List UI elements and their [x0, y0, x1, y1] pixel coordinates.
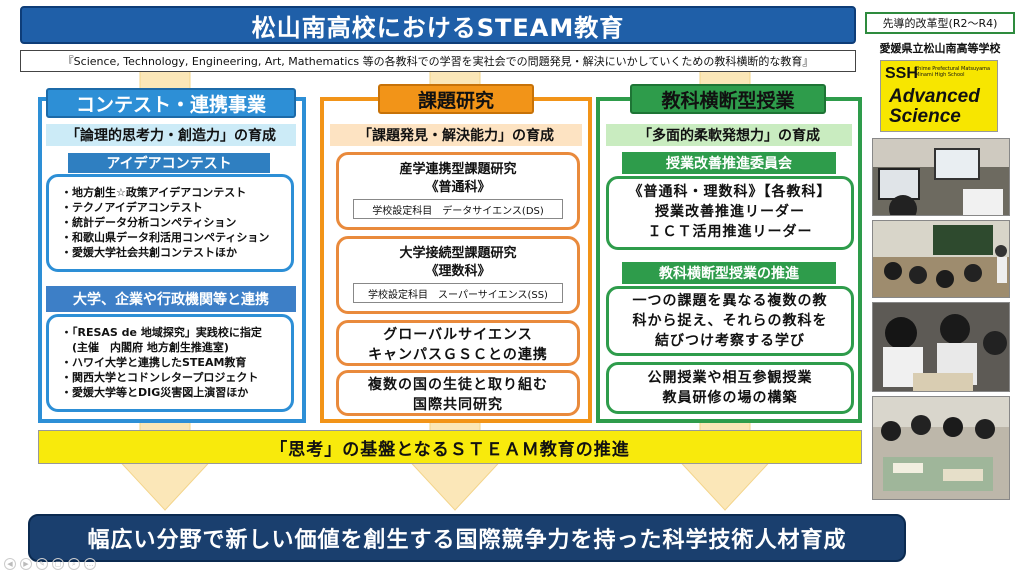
- international-line2: 国際共同研究: [413, 397, 503, 413]
- partnerships-list: ・「RESAS de 地域探究」実践校に指定 (主催 内閣府 地方創生推進室) …: [61, 325, 283, 400]
- zoom-icon[interactable]: ⌕: [68, 558, 80, 570]
- page-title: 松山南高校におけるSTEAM教育: [20, 6, 856, 44]
- list-item: (主催 内閣府 地方創生推進室): [61, 341, 229, 354]
- idea-contest-list: ・地方創生☆政策アイデアコンテスト ・テクノアイデアコンテスト ・統計データ分析…: [61, 185, 283, 260]
- teacher-training-line1: 公開授業や相互参観授業: [647, 370, 813, 386]
- gsc-line1: グローバルサイエンス: [383, 327, 533, 343]
- page-subtitle: 『Science, Technology, Engineering, Art, …: [20, 50, 856, 72]
- more-icon[interactable]: …: [84, 558, 96, 570]
- list-item: ・「RESAS de 地域探究」実践校に指定: [61, 326, 262, 339]
- slide-controls: ◀ ▶ ✎ ▢ ⌕ …: [4, 558, 96, 572]
- industry-research-title: 産学連携型課題研究: [399, 162, 517, 177]
- column-head-research: 課題研究: [378, 84, 534, 114]
- pen-icon[interactable]: ✎: [36, 558, 48, 570]
- class-improvement-line2: 授業改善推進リーダー: [655, 204, 805, 220]
- school-name: 愛媛県立松山南高等学校: [879, 42, 1001, 55]
- program-badge: 先導的改革型(R2〜R4): [865, 12, 1015, 34]
- column-sub-cross-curricular: 「多面的柔軟発想力」の育成: [606, 124, 852, 146]
- industry-research-tag: 学校設定科目 データサイエンス(DS): [353, 199, 563, 219]
- university-research-tag: 学校設定科目 スーパーサイエンス(SS): [353, 283, 563, 303]
- list-item: ・愛媛大学等とDIG災害図上演習ほか: [61, 386, 249, 399]
- cross-curricular-line2: 科から捉え、それらの教科を: [632, 313, 828, 329]
- photo-students-map: [872, 396, 1010, 500]
- column-head-contest: コンテスト・連携事業: [46, 88, 296, 118]
- class-improvement-line3: ＩＣＴ活用推進リーダー: [647, 224, 813, 240]
- gsc-line2: キャンパスＧＳＣとの連携: [368, 347, 548, 363]
- strip-class-improvement: 授業改善推進委員会: [622, 152, 836, 174]
- steam-foundation-bar: 「思考」の基盤となるＳＴＥＡＭ教育の推進: [38, 430, 862, 464]
- ssh-logo-line1: Advanced: [889, 86, 980, 107]
- university-research-box: 大学接続型課題研究 《理数科》 学校設定科目 スーパーサイエンス(SS): [336, 236, 580, 314]
- international-line1: 複数の国の生徒と取り組む: [368, 377, 548, 393]
- prev-icon[interactable]: ◀: [4, 558, 16, 570]
- photo-classroom-computers: [872, 138, 1010, 216]
- industry-research-box: 産学連携型課題研究 《普通科》 学校設定科目 データサイエンス(DS): [336, 152, 580, 230]
- column-head-cross-curricular: 教科横断型授業: [630, 84, 826, 114]
- ssh-logo-small-text: Ehime Prefectural Matsuyama Minami High …: [915, 66, 991, 78]
- industry-research-subtitle: 《普通科》: [425, 180, 491, 195]
- strip-partnerships: 大学、企業や行政機関等と連携: [46, 286, 296, 312]
- strip-idea-contest: アイデアコンテスト: [68, 153, 270, 173]
- ssh-logo: SSH Ehime Prefectural Matsuyama Minami H…: [880, 60, 998, 132]
- university-research-title: 大学接続型課題研究: [399, 246, 517, 261]
- partnerships-box: ・「RESAS de 地域探究」実践校に指定 (主催 内閣府 地方創生推進室) …: [46, 314, 294, 412]
- strip-cross-curricular: 教科横断型授業の推進: [622, 262, 836, 284]
- list-item: ・愛媛大学社会共創コンテストほか: [61, 246, 237, 259]
- ssh-logo-line2: Science: [889, 106, 961, 127]
- university-research-subtitle: 《理数科》: [425, 264, 491, 279]
- list-item: ・地方創生☆政策アイデアコンテスト: [61, 186, 247, 199]
- teacher-training-box: 公開授業や相互参観授業 教員研修の場の構築: [606, 362, 854, 414]
- class-improvement-line1: 《普通科・理数科》【各教科】: [628, 184, 832, 200]
- photo-classroom-lecture: [872, 220, 1010, 298]
- international-research-box: 複数の国の生徒と取り組む 国際共同研究: [336, 370, 580, 416]
- list-item: ・統計データ分析コンペティション: [61, 216, 237, 229]
- copy-icon[interactable]: ▢: [52, 558, 64, 570]
- column-sub-contest: 「論理的思考力・創造力」の育成: [46, 124, 296, 146]
- list-item: ・和歌山県データ利活用コンペティション: [61, 231, 270, 244]
- list-item: ・ハワイ大学と連携したSTEAM教育: [61, 356, 247, 369]
- cross-curricular-line1: 一つの課題を異なる複数の教: [632, 293, 828, 309]
- class-improvement-box: 《普通科・理数科》【各教科】 授業改善推進リーダー ＩＣＴ活用推進リーダー: [606, 176, 854, 250]
- column-sub-research: 「課題発見・解決能力」の育成: [330, 124, 582, 146]
- idea-contest-box: ・地方創生☆政策アイデアコンテスト ・テクノアイデアコンテスト ・統計データ分析…: [46, 174, 294, 272]
- gsc-box: グローバルサイエンス キャンパスＧＳＣとの連携: [336, 320, 580, 366]
- photo-students-group: [872, 302, 1010, 392]
- list-item: ・テクノアイデアコンテスト: [61, 201, 203, 214]
- goal-banner: 幅広い分野で新しい価値を創生する国際競争力を持った科学技術人材育成: [28, 514, 906, 562]
- next-icon[interactable]: ▶: [20, 558, 32, 570]
- ssh-logo-title: Advanced Science: [889, 87, 980, 127]
- cross-curricular-line3: 結びつけ考察する学び: [655, 333, 805, 349]
- ssh-logo-mark: SSH: [885, 65, 918, 82]
- teacher-training-line2: 教員研修の場の構築: [662, 390, 798, 406]
- list-item: ・関西大学とコドンレタープロジェクト: [61, 371, 259, 384]
- cross-curricular-box: 一つの課題を異なる複数の教 科から捉え、それらの教科を 結びつけ考察する学び: [606, 286, 854, 356]
